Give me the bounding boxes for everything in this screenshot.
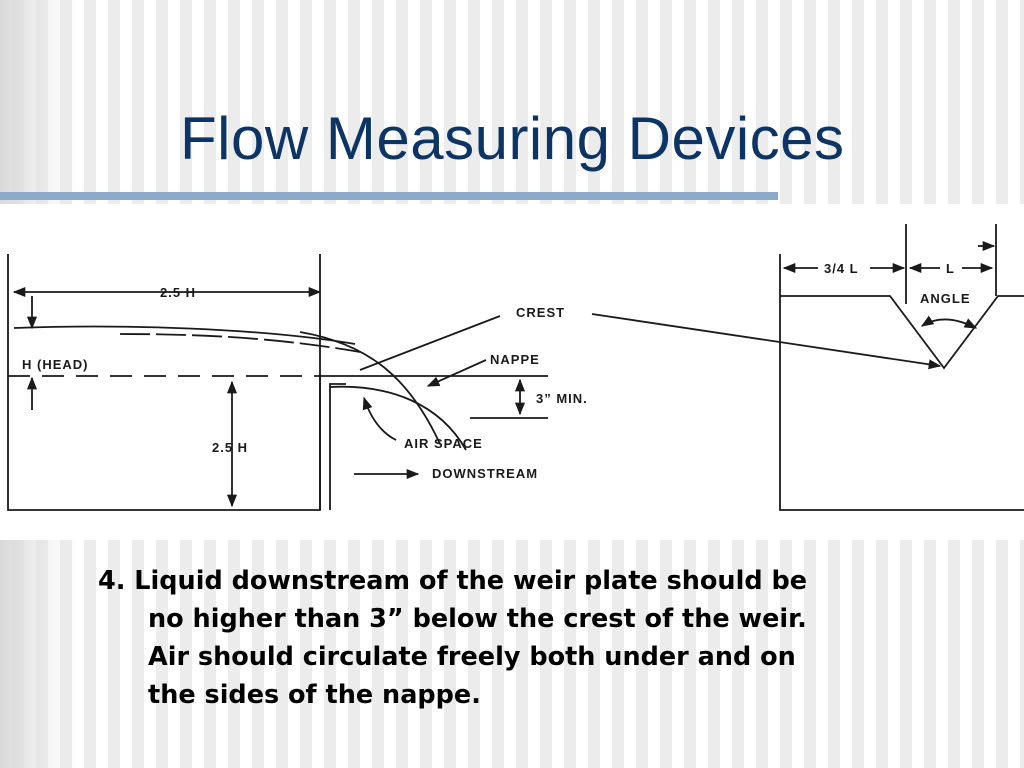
- label-angle: ANGLE: [920, 291, 971, 306]
- label-downstream: DOWNSTREAM: [432, 466, 538, 481]
- label-l: L: [946, 261, 955, 276]
- body-line: Air should circulate freely both under a…: [148, 642, 796, 672]
- vnotch-outline: [779, 254, 1024, 511]
- nappe-lower: [329, 385, 467, 451]
- label-nappe: NAPPE: [490, 352, 540, 367]
- crest-leader: [359, 315, 501, 371]
- label-three-quarter-l: 3/4 L: [824, 261, 859, 276]
- water-surface-dash: [119, 333, 361, 353]
- title-underline: [0, 192, 778, 200]
- label-air-space: AIR SPACE: [404, 436, 483, 451]
- label-dim-bottom: 2.5 H: [212, 440, 248, 455]
- label-min: 3” MIN.: [536, 391, 588, 406]
- weir-diagram: 2.5 H H (HEAD) 2.5 H CREST NAPPE 3” MIN.…: [0, 204, 1024, 540]
- label-crest: CREST: [516, 305, 565, 320]
- crest-leader-right: [591, 313, 942, 370]
- water-surface: [13, 325, 356, 345]
- nappe-leader: [426, 359, 487, 387]
- body-line: 4. Liquid downstream of the weir plate s…: [98, 566, 807, 596]
- vnotch-plate: [780, 295, 1024, 370]
- air-space-leader: [362, 396, 397, 441]
- weir-diagram-svg: 2.5 H H (HEAD) 2.5 H CREST NAPPE 3” MIN.…: [7, 224, 1024, 511]
- slide-title: Flow Measuring Devices: [180, 105, 845, 172]
- label-dim-top: 2.5 H: [160, 285, 196, 300]
- body-paragraph: 4. Liquid downstream of the weir plate s…: [98, 562, 988, 714]
- body-line: the sides of the nappe.: [148, 680, 481, 710]
- angle-arc: [920, 315, 978, 329]
- nappe-upper: [299, 331, 441, 445]
- body-line: no higher than 3” below the crest of the…: [148, 604, 807, 634]
- label-head: H (HEAD): [22, 357, 89, 372]
- weir-plate-inner: [329, 383, 346, 510]
